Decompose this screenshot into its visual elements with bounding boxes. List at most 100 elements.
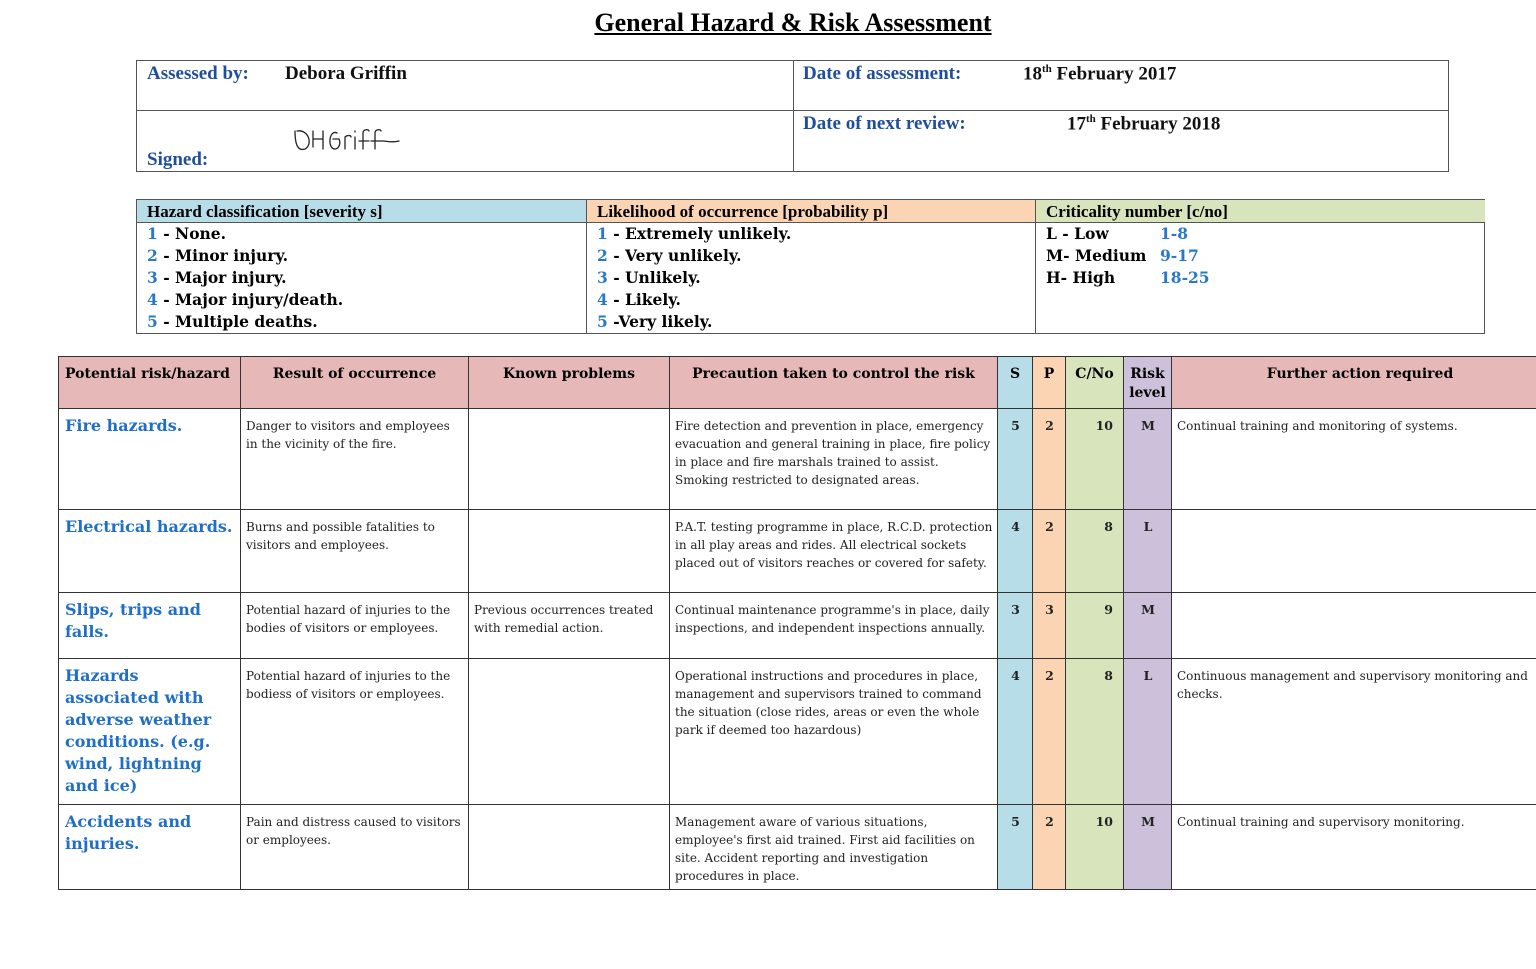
item-text: -Very likely. <box>607 312 713 331</box>
item-number: 3 <box>597 268 608 287</box>
document-title: General Hazard & Risk Assessment <box>594 8 992 37</box>
item-number: 4 <box>597 290 608 309</box>
criticality-range: 18-25 <box>1160 268 1210 287</box>
criticality-cell: 8 <box>1065 658 1124 805</box>
item-number: 5 <box>597 312 608 331</box>
severity-item: 4 - Major injury/death. <box>137 289 586 311</box>
item-text: - Major injury/death. <box>157 290 344 309</box>
risk-cell: Accidents and injuries. <box>58 804 241 890</box>
probability-cell: 2 <box>1032 408 1066 510</box>
col-precaution-header: Precaution taken to control the risk <box>669 356 998 409</box>
criticality-item: M- Medium 9-17 <box>1036 245 1485 267</box>
col-cno-header: C/No <box>1065 356 1124 409</box>
item-text: - Extremely unlikely. <box>607 224 792 243</box>
col-p-header: P <box>1032 356 1066 409</box>
item-text: - Very unlikely. <box>607 246 742 265</box>
item-text: - Multiple deaths. <box>157 312 318 331</box>
item-number: 1 <box>597 224 608 243</box>
date-of-next-review-value: 17th February 2018 <box>1067 113 1221 135</box>
criticality-item: H- High 18-25 <box>1036 267 1485 289</box>
criticality-cell: 9 <box>1065 592 1124 659</box>
known-problems-cell: Previous occurrences treated with remedi… <box>468 592 670 659</box>
severity-cell: 4 <box>997 658 1033 805</box>
assessed-by-label: Assessed by: <box>147 63 249 84</box>
item-text: - None. <box>157 224 227 243</box>
likelihood-item: 5 -Very likely. <box>587 311 1036 333</box>
col-further-header: Further action required <box>1171 356 1536 409</box>
precaution-cell: Continual maintenance programme's in pla… <box>669 592 998 659</box>
col-s-header: S <box>997 356 1033 409</box>
col-risk-header: Potential risk/hazard <box>58 356 241 409</box>
table-row: Hazards associated with adverse weather … <box>58 658 1536 805</box>
assessed-by-value: Debora Griffin <box>285 63 407 84</box>
precaution-cell: P.A.T. testing programme in place, R.C.D… <box>669 509 998 593</box>
col-level-header: Risk level <box>1123 356 1172 409</box>
criticality-level: H- High <box>1046 268 1116 287</box>
risk-table: Potential risk/hazard Result of occurren… <box>58 356 1536 890</box>
further-action-cell <box>1171 592 1536 659</box>
divider <box>137 110 1448 111</box>
item-text: - Likely. <box>607 290 681 309</box>
risk-cell: Electrical hazards. <box>58 509 241 593</box>
risk-cell: Slips, trips and falls. <box>58 592 241 659</box>
known-problems-cell <box>468 658 670 805</box>
item-number: 2 <box>147 246 158 265</box>
severity-item: 2 - Minor injury. <box>137 245 586 267</box>
precaution-cell: Operational instructions and procedures … <box>669 658 998 805</box>
severity-cell: 5 <box>997 408 1033 510</box>
severity-item: 5 - Multiple deaths. <box>137 311 586 333</box>
item-number: 3 <box>147 268 158 287</box>
criticality-range: 1-8 <box>1160 224 1189 243</box>
probability-cell: 2 <box>1032 509 1066 593</box>
criticality-item: L - Low 1-8 <box>1036 223 1485 245</box>
col-result-header: Result of occurrence <box>240 356 469 409</box>
risk-level-cell: L <box>1123 658 1172 805</box>
table-row: Electrical hazards.Burns and possible fa… <box>58 509 1536 593</box>
likelihood-header: Likelihood of occurrence [probability p] <box>587 200 1036 223</box>
item-number: 1 <box>147 224 158 243</box>
risk-level-cell: M <box>1123 408 1172 510</box>
criticality-cell: 10 <box>1065 408 1124 510</box>
criticality-level: L - Low <box>1046 224 1109 243</box>
criticality-header: Criticality number [c/no] <box>1036 200 1485 223</box>
table-row: Accidents and injuries.Pain and distress… <box>58 804 1536 890</box>
criticality-range: 9-17 <box>1160 246 1199 265</box>
date-of-assessment-label: Date of assessment: <box>803 63 962 84</box>
result-cell: Burns and possible fatalities to visitor… <box>240 509 469 593</box>
risk-cell: Fire hazards. <box>58 408 241 510</box>
further-action-cell: Continual training and monitoring of sys… <box>1171 408 1536 510</box>
severity-cell: 5 <box>997 804 1033 890</box>
item-text: - Major injury. <box>157 268 287 287</box>
severity-item: 3 - Major injury. <box>137 267 586 289</box>
divider <box>793 61 794 171</box>
table-header-row: Potential risk/hazard Result of occurren… <box>58 356 1536 409</box>
col-known-header: Known problems <box>468 356 670 409</box>
likelihood-item: 2 - Very unlikely. <box>587 245 1036 267</box>
result-cell: Potential hazard of injuries to the bodi… <box>240 658 469 805</box>
risk-cell: Hazards associated with adverse weather … <box>58 658 241 805</box>
table-row: Slips, trips and falls.Potential hazard … <box>58 592 1536 659</box>
result-cell: Danger to visitors and employees in the … <box>240 408 469 510</box>
criticality-column: Criticality number [c/no] L - Low 1-8 M- M… <box>1035 200 1485 333</box>
further-action-cell <box>1171 509 1536 593</box>
signed-label: Signed: <box>147 149 209 170</box>
result-cell: Potential hazard of injuries to the bodi… <box>240 592 469 659</box>
criticality-level: M- Medium <box>1046 246 1147 265</box>
likelihood-item: 1 - Extremely unlikely. <box>587 223 1036 245</box>
severity-cell: 4 <box>997 509 1033 593</box>
item-number: 4 <box>147 290 158 309</box>
probability-cell: 3 <box>1032 592 1066 659</box>
item-number: 5 <box>147 312 158 331</box>
further-action-cell: Continuous management and supervisory mo… <box>1171 658 1536 805</box>
result-cell: Pain and distress caused to visitors or … <box>240 804 469 890</box>
further-action-cell: Continual training and supervisory monit… <box>1171 804 1536 890</box>
item-number: 2 <box>597 246 608 265</box>
classification-key: Hazard classification [severity s] 1 - N… <box>136 199 1485 334</box>
severity-item: 1 - None. <box>137 223 586 245</box>
known-problems-cell <box>468 509 670 593</box>
criticality-cell: 10 <box>1065 804 1124 890</box>
known-problems-cell <box>468 408 670 510</box>
assessment-header: Assessed by: Debora Griffin Signed: Date… <box>136 60 1449 172</box>
probability-cell: 2 <box>1032 658 1066 805</box>
probability-cell: 2 <box>1032 804 1066 890</box>
